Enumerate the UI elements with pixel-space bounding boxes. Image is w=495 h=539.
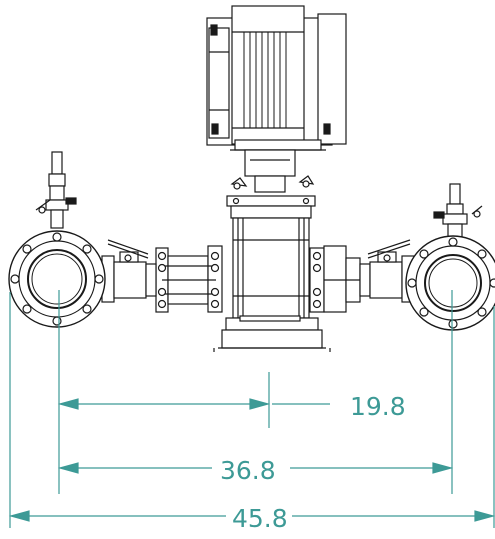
left-flange-connector — [155, 245, 223, 313]
motor — [206, 5, 347, 151]
dimension-label-45-8: 45.8 — [232, 504, 288, 533]
left-suction-flange — [8, 230, 106, 328]
right-discharge-flange — [405, 235, 495, 331]
left-ball-valve — [101, 239, 157, 303]
dimension-lines — [8, 290, 495, 528]
right-ball-valve — [359, 239, 415, 303]
left-pressure-gauge-stem — [35, 151, 77, 229]
dimension-45-8 — [8, 510, 495, 522]
dimension-label-36-8: 36.8 — [220, 456, 276, 485]
dimension-19-8 — [57, 398, 330, 410]
dimension-36-8 — [57, 462, 454, 474]
right-pressure-gauge-stem — [433, 183, 483, 239]
right-flange-connector — [309, 245, 361, 313]
motor-cooling-fins — [243, 32, 287, 128]
left-flange-bolts — [10, 232, 104, 326]
coupling-housing — [230, 149, 315, 193]
pump-body — [226, 195, 316, 319]
dimension-label-19-8: 19.8 — [350, 392, 406, 421]
right-flange-bolts — [407, 237, 495, 329]
pump-base — [213, 315, 331, 352]
